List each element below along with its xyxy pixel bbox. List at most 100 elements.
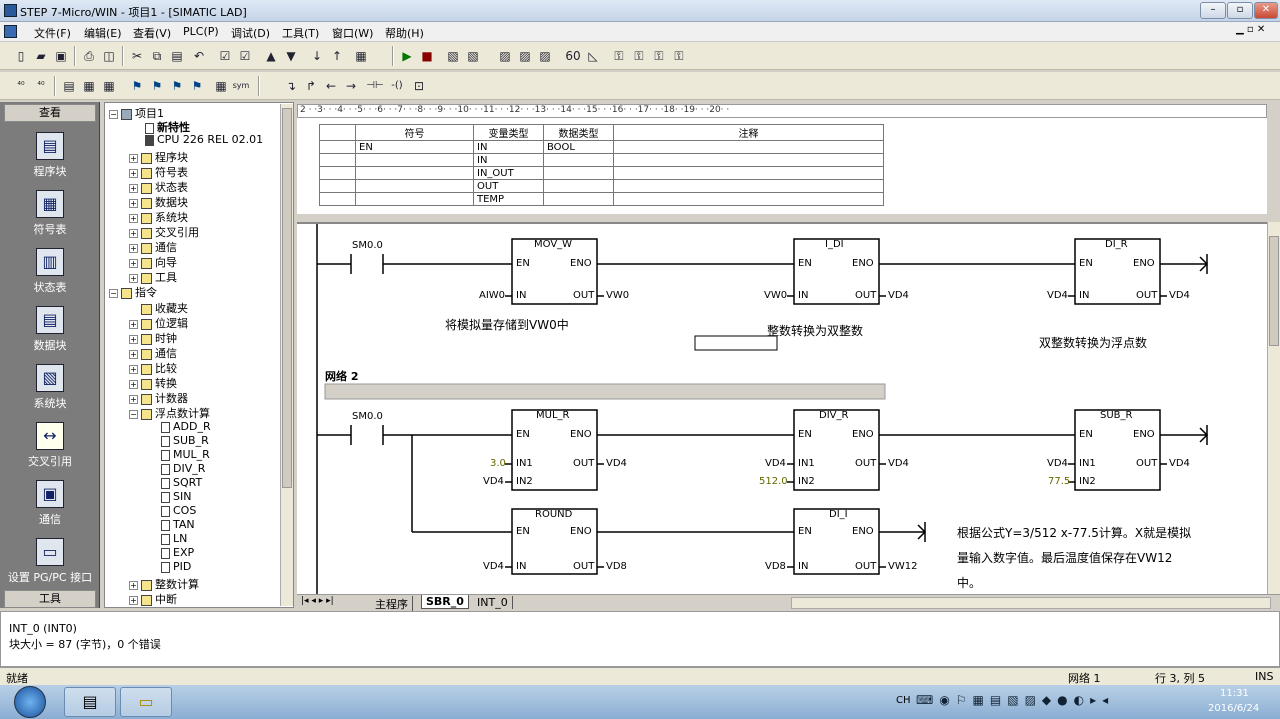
n2-contact-label[interactable]: SM0.0	[352, 411, 383, 422]
copy-icon[interactable]: ⧉	[152, 49, 162, 63]
maximize-button[interactable]: ▫	[1227, 2, 1253, 19]
unforce-icon[interactable]: ⚿	[634, 49, 644, 63]
menu-plc[interactable]: PLC(P)	[183, 25, 219, 38]
write-all-icon[interactable]: 60	[565, 49, 581, 63]
tree-scrollbar[interactable]	[280, 104, 293, 606]
delete-network-icon[interactable]: ⁴⁰	[37, 81, 45, 91]
n2-box4-title[interactable]: ROUND	[535, 509, 573, 520]
tree-folder-system-block[interactable]: +系统块	[129, 211, 188, 224]
editor-scroll-thumb[interactable]	[1269, 236, 1279, 346]
prev-bookmark-icon[interactable]: ⚑	[171, 79, 183, 93]
tree-float-pid[interactable]: PID	[161, 560, 191, 573]
sort-asc-icon[interactable]: ↓	[311, 49, 323, 63]
tree-float-sub-r[interactable]: SUB_R	[161, 434, 209, 447]
nav-data-block[interactable]: ▤数据块	[0, 306, 100, 353]
stop-icon[interactable]: ■	[421, 49, 433, 63]
tree-folder-status-table[interactable]: +状态表	[129, 181, 188, 194]
tree-float-add-r[interactable]: ADD_R	[161, 420, 211, 433]
tree-inst-bit-logic[interactable]: +位逻辑	[129, 317, 188, 330]
nav-set-pg-pc[interactable]: ▭设置 PG/PC 接口	[0, 538, 100, 585]
network-2-title[interactable]: 网络 2	[325, 370, 359, 383]
chart-pause-icon[interactable]: ▨	[519, 49, 531, 63]
nav-cross-reference[interactable]: ↔交叉引用	[0, 422, 100, 469]
n1-box2-out[interactable]: VD4	[888, 290, 909, 301]
cut-icon[interactable]: ✂	[131, 49, 143, 63]
tree-float-sqrt[interactable]: SQRT	[161, 476, 202, 489]
upload-icon[interactable]: ▲	[266, 49, 276, 63]
tree-float-tan[interactable]: TAN	[161, 518, 195, 531]
nav-program-block[interactable]: ▤程序块	[0, 132, 100, 179]
download-icon[interactable]: ▼	[286, 49, 296, 63]
editor-vscrollbar[interactable]	[1267, 222, 1280, 594]
tree-folder-wizards[interactable]: +向导	[129, 256, 177, 269]
menu-file[interactable]: 文件(F)	[34, 27, 71, 40]
start-button[interactable]	[14, 686, 46, 718]
line-right-icon[interactable]: →	[345, 79, 357, 93]
force-lock-icon[interactable]: ⚿	[614, 49, 624, 63]
n1-box3-out[interactable]: VD4	[1169, 290, 1190, 301]
n1-box1-in[interactable]: AIW0	[479, 290, 506, 301]
tree-inst-convert[interactable]: +转换	[129, 377, 177, 390]
tray-icons[interactable]: ⌨◉⚐▦▤▧▨◆●◐▸◂	[916, 693, 1115, 707]
n2-box3-title[interactable]: SUB_R	[1100, 410, 1133, 421]
tree-float-exp[interactable]: EXP	[161, 546, 194, 559]
symbol-table-icon[interactable]: ▦	[103, 79, 115, 93]
taskbar-explorer-icon[interactable]: ▭	[120, 687, 172, 717]
n2-box2-in2[interactable]: 512.0	[759, 476, 788, 487]
tree-project[interactable]: −项目1	[109, 107, 164, 120]
single-read-icon[interactable]: ▨	[539, 49, 551, 63]
line-up-icon[interactable]: ↱	[305, 79, 317, 93]
save-icon[interactable]: ▣	[55, 49, 67, 63]
tree-float-div-r[interactable]: DIV_R	[161, 462, 205, 475]
n2-box3-out[interactable]: VD4	[1169, 458, 1190, 469]
tree-cpu[interactable]: CPU 226 REL 02.01	[145, 133, 263, 146]
n2-box2-out[interactable]: VD4	[888, 458, 909, 469]
close-button[interactable]: ✕	[1254, 2, 1278, 19]
tree-float-ln[interactable]: LN	[161, 532, 187, 545]
mdi-controls[interactable]: ▁ ▫ ✕	[1236, 24, 1266, 35]
nav-communications[interactable]: ▣通信	[0, 480, 100, 527]
nav-footer-tools[interactable]: 工具	[4, 590, 96, 608]
tree-folder-cross-reference[interactable]: +交叉引用	[129, 226, 199, 239]
tab-sbr0[interactable]: SBR_0	[421, 595, 469, 609]
n2-box1-out[interactable]: VD4	[606, 458, 627, 469]
tab-nav-arrows[interactable]: |◂ ◂ ▸ ▸|	[301, 596, 334, 606]
n1-box1-title[interactable]: MOV_W	[534, 239, 573, 250]
n2-box5-in[interactable]: VD8	[765, 561, 786, 572]
pause-status-icon[interactable]: ▧	[467, 49, 479, 63]
tree-inst-float[interactable]: −浮点数计算	[129, 407, 210, 420]
tree-float-sin[interactable]: SIN	[161, 490, 191, 503]
n1-contact-label[interactable]: SM0.0	[352, 240, 383, 251]
ime-indicator[interactable]: CH	[896, 695, 911, 706]
tab-main[interactable]: 主程序	[371, 596, 413, 612]
toggle-poe-icon[interactable]: ▤	[63, 79, 75, 93]
insert-network-icon[interactable]: ⁴⁰	[17, 81, 25, 91]
ladder-editor[interactable]: SM0.0 MOV_W EN ENO IN OUT AIW0 VW0 I_DI …	[297, 222, 1267, 594]
print-icon[interactable]: ⎙	[84, 49, 94, 63]
line-left-icon[interactable]: ←	[325, 79, 337, 93]
tree-folder-communications[interactable]: +通信	[129, 241, 177, 254]
menu-tools[interactable]: 工具(T)	[282, 27, 320, 40]
n1-box1-out[interactable]: VW0	[606, 290, 630, 301]
n2-box5-out[interactable]: VW12	[888, 561, 918, 572]
unforce-all-icon[interactable]: ⚿	[654, 49, 664, 63]
n2-box1-in1[interactable]: 3.0	[490, 458, 506, 469]
n1-box2-title[interactable]: I_DI	[825, 239, 844, 250]
apply-symbols-icon[interactable]: ▦	[215, 79, 227, 93]
next-bookmark-icon[interactable]: ⚑	[151, 79, 163, 93]
n2-box4-out[interactable]: VD8	[606, 561, 627, 572]
n2-box4-in[interactable]: VD4	[483, 561, 504, 572]
n2-box2-title[interactable]: DIV_R	[819, 410, 849, 421]
program-status-icon[interactable]: ▧	[447, 49, 459, 63]
tree-folder-data-block[interactable]: +数据块	[129, 196, 188, 209]
clear-bookmark-icon[interactable]: ⚑	[191, 79, 203, 93]
tree-folder-program-block[interactable]: +程序块	[129, 151, 188, 164]
tree-inst-communications[interactable]: +通信	[129, 347, 177, 360]
compile-all-icon[interactable]: ☑	[239, 49, 251, 63]
tree-inst-integer[interactable]: +整数计算	[129, 578, 199, 591]
run-icon[interactable]: ▶	[402, 49, 412, 63]
open-icon[interactable]: ▰	[36, 49, 46, 63]
contact-icon[interactable]: ⊣⊢	[366, 80, 384, 91]
tree-inst-favorites[interactable]: +收藏夹	[129, 300, 188, 316]
undo-icon[interactable]: ↶	[193, 49, 205, 63]
